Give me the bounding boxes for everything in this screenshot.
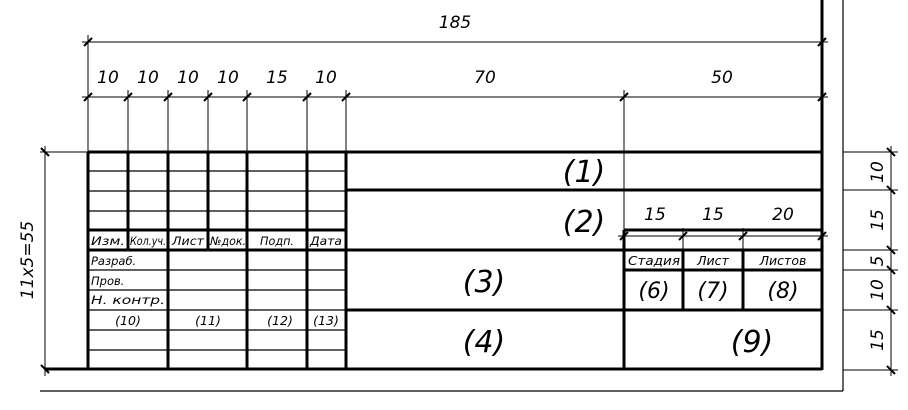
header-list: Лист — [171, 234, 204, 248]
row-height-5: 15 — [868, 329, 888, 351]
row-height-4: 10 — [868, 279, 888, 301]
label-n-kontr: Н. контр. — [91, 293, 165, 307]
row-height-2: 15 — [868, 209, 888, 231]
col-width-4: 10 — [217, 68, 239, 88]
label-prov: Пров. — [91, 274, 124, 288]
field-1: (1) — [563, 155, 606, 190]
field-11: (11) — [195, 313, 221, 328]
field-6: (6) — [638, 279, 669, 304]
header-list-small: Лист — [696, 253, 729, 268]
header-podp: Подп. — [260, 234, 294, 248]
field-10: (10) — [115, 313, 141, 328]
field-2: (2) — [563, 205, 606, 240]
field-3: (3) — [463, 265, 506, 300]
field-13: (13) — [313, 313, 339, 328]
header-izm: Изм. — [91, 234, 125, 248]
title-block-thin-lines — [88, 170, 346, 351]
left-dimension-lines — [40, 146, 88, 376]
sub-width-3: 20 — [772, 205, 794, 225]
header-stadiya: Стадия — [628, 253, 681, 268]
right-dimension-lines — [843, 146, 898, 376]
col-width-6: 10 — [315, 68, 337, 88]
header-kol-uch: Кол.уч. — [130, 234, 166, 248]
field-7: (7) — [697, 279, 728, 304]
field-9: (9) — [731, 325, 774, 360]
left-dimension-ticks — [40, 147, 50, 374]
col-width-3: 10 — [177, 68, 199, 88]
field-4: (4) — [463, 325, 506, 360]
right-dimension-ticks — [886, 147, 896, 375]
col-width-8: 50 — [711, 68, 733, 88]
col-width-1: 10 — [97, 68, 119, 88]
sub-width-2: 15 — [702, 205, 724, 225]
header-listov: Листов — [759, 253, 807, 268]
header-n-dok: №док. — [209, 234, 246, 248]
title-block-thick-lines — [86, 150, 822, 370]
top-dimension-ticks — [83, 37, 827, 241]
sheet-frame — [40, 0, 844, 392]
col-width-7: 70 — [474, 68, 496, 88]
header-data: Дата — [309, 234, 342, 248]
sub-width-1: 15 — [644, 205, 666, 225]
col-width-2: 10 — [137, 68, 159, 88]
field-12: (12) — [267, 313, 293, 328]
field-8: (8) — [767, 279, 798, 304]
col-width-5: 15 — [266, 68, 288, 88]
row-height-1: 10 — [868, 161, 888, 183]
row-height-3: 5 — [868, 256, 888, 267]
top-dimension-lines — [82, 35, 828, 250]
left-height-label: 11x5=55 — [18, 221, 38, 299]
label-razrab: Разраб. — [91, 254, 136, 268]
overall-width-label: 185 — [439, 13, 471, 33]
